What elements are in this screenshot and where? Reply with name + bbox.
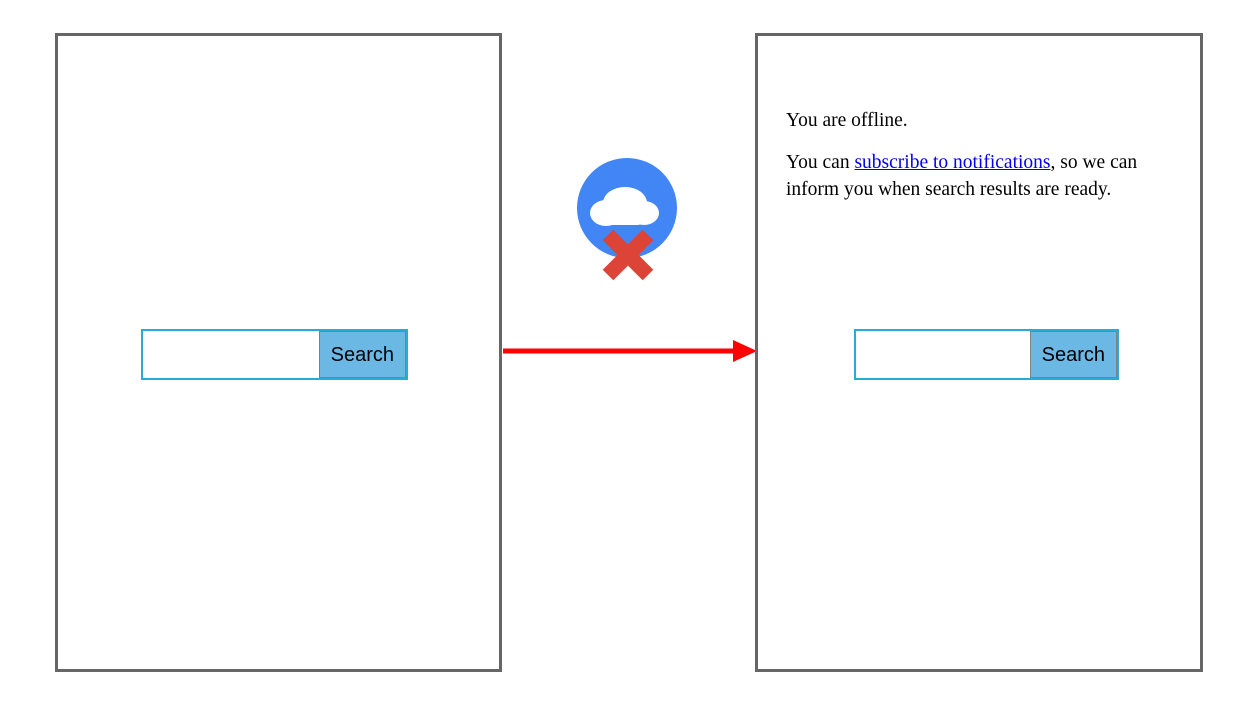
search-widget: Search xyxy=(141,329,408,380)
search-input[interactable] xyxy=(856,331,1030,378)
search-input[interactable] xyxy=(143,331,319,378)
search-widget: Search xyxy=(854,329,1119,380)
before-state-screen: Search xyxy=(55,33,502,672)
subscribe-line-suffix: , so we can inform you when search resul… xyxy=(786,152,1138,200)
offline-subscribe-line: You can subscribe to notifications, so w… xyxy=(786,150,1178,203)
offline-message: You are offline. You can subscribe to no… xyxy=(786,108,1178,203)
arrow-right-icon xyxy=(503,335,757,367)
subscribe-line-prefix: You can xyxy=(786,152,855,174)
after-state-screen: You are offline. You can subscribe to no… xyxy=(755,33,1203,672)
subscribe-to-notifications-link[interactable]: subscribe to notifications xyxy=(854,152,1051,174)
search-button[interactable]: Search xyxy=(1029,331,1117,378)
cloud-offline-icon xyxy=(576,157,678,283)
offline-status-line: You are offline. xyxy=(786,110,908,131)
search-button[interactable]: Search xyxy=(318,331,406,378)
